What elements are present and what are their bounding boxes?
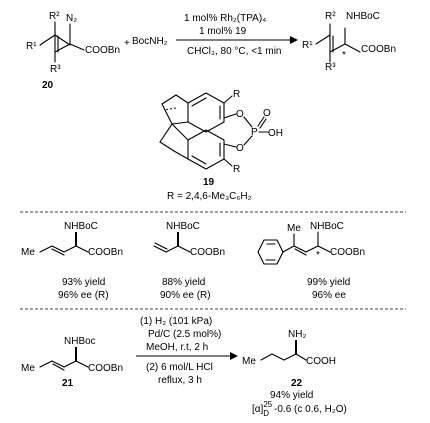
compound-22-label: 22 [291, 378, 303, 389]
c22-amine: NH₂ [288, 329, 306, 340]
product-amine: NHBoC [346, 11, 380, 22]
compound-20-label: 20 [42, 80, 54, 91]
rotation-super: 25 [263, 400, 272, 409]
product-r1: R¹ [302, 40, 313, 51]
ex1-me: Me [21, 247, 35, 258]
reactant-20: R² N₂ R¹ COOBn R³ 20 [26, 11, 120, 91]
rotation-symbol: [α] [252, 404, 264, 415]
cat-o-double: O [263, 108, 271, 119]
ex3-stereo: * [316, 250, 320, 261]
step1-a: (1) H₂ (101 kPa) [140, 316, 212, 327]
c21-amine: NHBoc [64, 336, 96, 347]
cat-r-top: R [233, 89, 240, 100]
product-r3: R³ [325, 62, 336, 73]
ex3-yield: 99% yield [307, 277, 350, 288]
c21-ester: COOBn [88, 363, 123, 374]
compound-19-label: 19 [203, 177, 215, 188]
ex3-amine: NHBoC [310, 221, 344, 232]
ex3-me: Me [287, 223, 301, 234]
step1-c: MeOH, r.t, 2 h [146, 342, 208, 353]
ex3-ester: COOBn [330, 247, 365, 258]
r3-label: R³ [50, 64, 61, 75]
step2-a: (2) 6 mol/L HCl [146, 362, 213, 373]
ex1-yield: 93% yield [62, 277, 105, 288]
n2-label: N₂ [66, 13, 77, 24]
ex1-amine: NHBoC [64, 221, 98, 232]
product-r2: R² [325, 11, 336, 22]
ex3-ee: 96% ee [312, 290, 346, 301]
cat-o-lower: O [236, 143, 244, 154]
product-scheme: R² NHBoC R¹ * COOBn R³ [302, 11, 396, 73]
ester-label: COOBn [85, 45, 120, 56]
compound-21: NHBoc Me COOBn 21 [21, 336, 123, 389]
catalyst-19: R R O O P O OH 19 R = 2,4,6-Me₃C₆H₂ [159, 89, 283, 202]
example-3: Me NHBoC * COOBn 99% yield 96% ee [257, 221, 365, 301]
reagent-top: 1 mol% Rh₂(TPA)₄ [184, 13, 266, 24]
bocnh2-label: BocNH₂ [132, 36, 168, 47]
compound-21-label: 21 [62, 378, 74, 389]
rotation-sub: D [263, 409, 269, 418]
ex2-ee: 90% ee (R) [160, 290, 211, 301]
example-1: NHBoC Me COOBn 93% yield 96% ee (R) [21, 221, 123, 301]
ex1-ee: 96% ee (R) [58, 290, 109, 301]
product-stereo: * [342, 50, 346, 61]
reaction-arrow-1: 1 mol% Rh₂(TPA)₄ 1 mol% 19 CHCl₃, 80 °C,… [176, 13, 298, 57]
c22-me: Me [242, 356, 256, 367]
product-ester: COOBn [361, 44, 396, 55]
plus-sign: + [124, 38, 130, 49]
cat-r-bottom: R [233, 164, 240, 175]
c22-acid: COOH [306, 356, 336, 367]
r1-label: R¹ [26, 41, 37, 52]
c22-yield: 94% yield [270, 390, 313, 401]
r2-label: R² [49, 11, 60, 22]
example-2: NHBoC COOBn 88% yield 90% ee (R) [153, 221, 225, 301]
reaction-arrow-2: (1) H₂ (101 kPa) Pd/C (2.5 mol%) MeOH, r… [136, 316, 238, 386]
reagent-mid: 1 mol% 19 [199, 26, 247, 37]
ex2-ester: COOBn [190, 247, 225, 258]
cat-oh: OH [268, 128, 283, 139]
cat-o-upper: O [236, 109, 244, 120]
ex2-amine: NHBoC [166, 221, 200, 232]
step1-b: Pd/C (2.5 mol%) [148, 329, 221, 340]
c21-me: Me [21, 363, 35, 374]
ex2-yield: 88% yield [162, 277, 205, 288]
rotation-value: -0.6 (c 0.6, H₂O) [274, 404, 347, 415]
r-definition: R = 2,4,6-Me₃C₆H₂ [167, 191, 252, 202]
reagent-bottom: CHCl₃, 80 °C, <1 min [187, 46, 282, 57]
ex1-ester: COOBn [88, 247, 123, 258]
step2-b: reflux, 3 h [158, 375, 202, 386]
cat-p: P [251, 127, 258, 138]
